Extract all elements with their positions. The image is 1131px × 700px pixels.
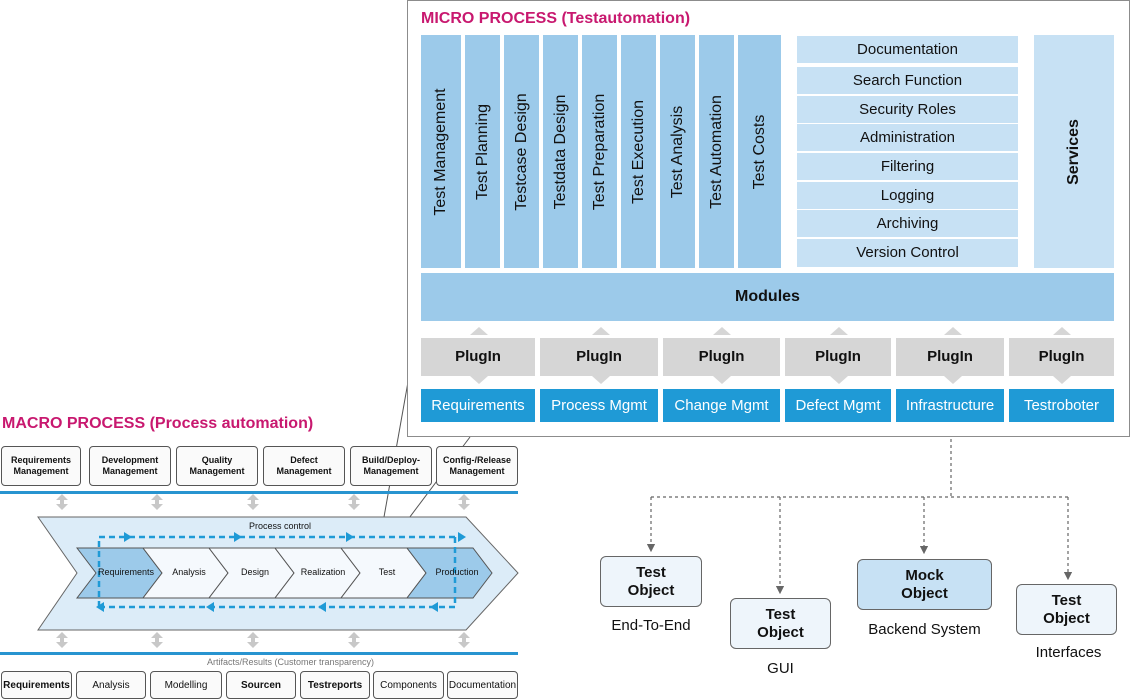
macro-title-text: MACRO PROCESS [2,415,146,432]
services-label: Services [1065,118,1082,185]
column-test-management: Test Management [421,35,461,268]
step-chevrons [75,547,493,599]
artifact-sourcen: Sourcen [226,671,296,699]
function-filtering: Filtering [797,153,1018,180]
plugin-arrow-down [1053,376,1071,384]
function-search: Search Function [797,67,1018,94]
plugin-testroboter: PlugIn [1009,338,1114,376]
plugin-arrow-down [592,376,610,384]
micro-process-title: MICRO PROCESS (Testautomation) [421,10,690,28]
plugin-requirements: PlugIn [421,338,535,376]
connector-defect-mgmt: Defect Mgmt [785,389,891,422]
connector-requirements: Requirements [421,389,535,422]
function-version-control: Version Control [797,239,1018,267]
plugin-change-mgmt: PlugIn [663,338,780,376]
connector-change-mgmt: Change Mgmt [663,389,780,422]
label-backend-system: Backend System [868,621,981,638]
process-control-loop [97,535,457,609]
column-test-automation: Test Automation [699,35,734,268]
artifact-modelling: Modelling [150,671,222,699]
function-administration: Administration [797,124,1018,151]
macro-process-title: MACRO PROCESS (Process automation) [2,415,313,433]
macro-box-build-deploy-management: Build/Deploy-Management [350,446,432,486]
label-gui: GUI [767,660,794,677]
connector-testroboter: Testroboter [1009,389,1114,422]
step-realization: Realization [300,567,346,577]
artifact-documentation: Documentation [447,671,518,699]
connector-infrastructure: Infrastructure [896,389,1004,422]
plugin-defect-mgmt: PlugIn [785,338,891,376]
plugin-arrow-up [470,327,488,335]
macro-top-divider [0,491,518,494]
plugin-arrow-down [470,376,488,384]
services-block: Services [1034,35,1114,268]
label-interfaces: Interfaces [1035,644,1102,661]
function-logging: Logging [797,182,1018,209]
artifact-analysis: Analysis [76,671,146,699]
micro-title-text: MICRO PROCESS [421,10,558,27]
function-security-roles: Security Roles [797,96,1018,123]
artifact-requirements: Requirements [1,671,72,699]
step-test: Test [378,567,396,577]
artifact-testreports: Testreports [300,671,370,699]
artifact-components: Components [373,671,444,699]
plugin-infrastructure: PlugIn [896,338,1004,376]
modules-bar: Modules [421,273,1114,321]
function-documentation: Documentation [797,36,1018,63]
macro-bottom-divider [0,652,518,655]
column-test-preparation: Test Preparation [582,35,617,268]
plugin-arrow-down [713,376,731,384]
column-test-planning: Test Planning [465,35,500,268]
function-archiving: Archiving [797,210,1018,237]
plugin-arrow-up [1053,327,1071,335]
artifacts-label: Artifacts/Results (Customer transparency… [207,657,375,667]
plugin-arrow-up [830,327,848,335]
plugin-arrow-up [713,327,731,335]
macro-double-arrows [56,494,470,648]
label-end-to-end: End-To-End [611,617,691,634]
step-analysis: Analysis [172,567,206,577]
plugin-arrow-down [830,376,848,384]
step-design: Design [240,567,269,577]
column-testcase-design: Testcase Design [504,35,539,268]
column-test-costs: Test Costs [738,35,781,268]
column-test-execution: Test Execution [621,35,656,268]
macro-subtitle-text: (Process automation) [149,415,314,432]
column-test-analysis: Test Analysis [660,35,695,268]
step-production: Production [435,567,479,577]
connector-process-mgmt: Process Mgmt [540,389,658,422]
plugin-arrow-up [944,327,962,335]
plugin-process-mgmt: PlugIn [540,338,658,376]
plugin-arrow-up [592,327,610,335]
process-control-label: Process control [249,521,312,531]
loop-arrows [96,532,466,612]
micro-subtitle-text: (Testautomation) [561,10,691,27]
plugin-arrow-down [944,376,962,384]
step-requirements: Requirements [97,567,155,577]
column-testdata-design: Testdata Design [543,35,578,268]
